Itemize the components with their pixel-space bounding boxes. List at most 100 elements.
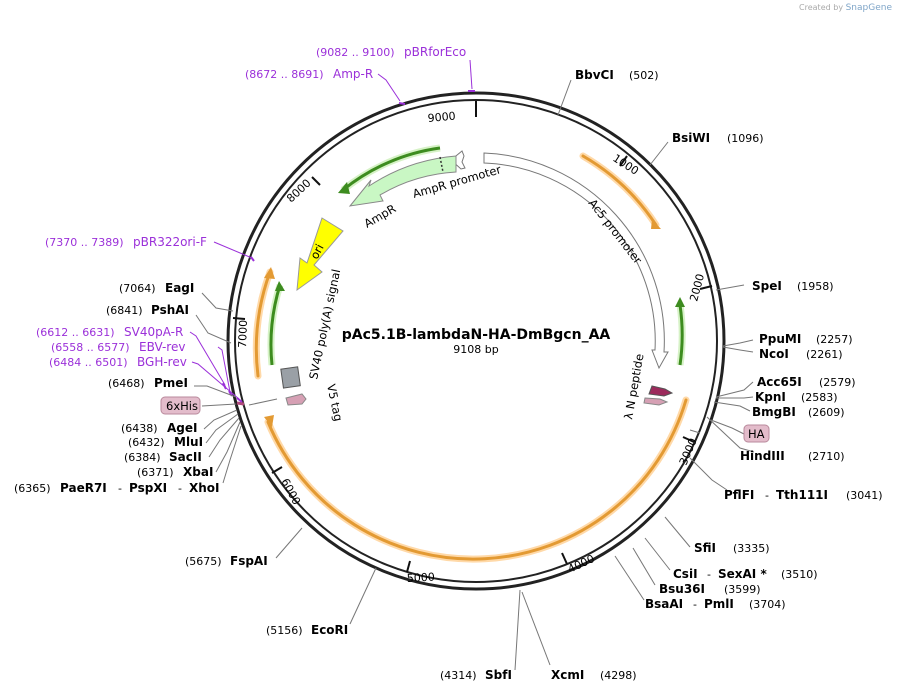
enzyme-pos-SpeI: (1958)	[797, 280, 834, 293]
enzyme-pos-BsiWI: (1096)	[727, 132, 764, 145]
enzyme-PspXI: PspXI	[129, 481, 167, 495]
enzyme-MluI: MluI	[174, 435, 203, 449]
ha-tag-badge	[743, 424, 770, 443]
enzyme-EcoRI: EcoRI	[311, 623, 348, 637]
snapgene-logo: SnapGene	[845, 3, 892, 13]
enzyme-SacII: SacII	[169, 450, 202, 464]
enzyme-pos-PflFI: (3041)	[846, 489, 883, 502]
orange-arrowhead-3	[264, 267, 275, 279]
leader-NcoI	[722, 346, 754, 353]
leader-HindIII	[706, 416, 755, 453]
enzyme-pos-PmeI: (6468)	[108, 377, 145, 390]
ha-tag-label: HA	[748, 427, 765, 441]
enzyme-KpnI: KpnI	[755, 390, 786, 404]
primer-pos-ampR: (8672 .. 8691)	[245, 68, 324, 81]
enzyme-leaders	[194, 79, 755, 671]
leader-SbfI	[514, 589, 521, 671]
enzyme-pos-NcoI: (2261)	[806, 348, 843, 361]
leader-SpeI	[715, 284, 745, 291]
tick-4000	[561, 552, 568, 565]
tick-label-4000: 4000	[566, 552, 597, 576]
leader-Bsu36I	[632, 547, 656, 586]
primer-pos-ori: (7370 .. 7389)	[45, 236, 124, 249]
enzyme-sep-CsiI: -	[707, 568, 711, 581]
green-arrowhead-3	[275, 281, 285, 291]
enzyme-pos-Acc65I: (2579)	[819, 376, 856, 389]
enzyme-pos-KpnI: (2583)	[801, 391, 838, 404]
enzyme-pos-BmgBI: (2609)	[808, 406, 845, 419]
enzyme-Bsu36I: Bsu36I	[659, 582, 705, 596]
enzyme-PpuMI: PpuMI	[759, 332, 801, 346]
enzyme-pos-PaeR7I: (6365)	[14, 482, 51, 495]
leader-FspAI	[275, 527, 303, 559]
tick-label-6000: 6000	[278, 476, 303, 507]
tick-label-1000: 1000	[610, 152, 641, 178]
primer-bgh: BGH-rev	[137, 355, 187, 369]
primer-ampR: Amp-R	[333, 67, 373, 81]
tick-2000	[699, 285, 713, 290]
feature-label-ampR: AmpR	[362, 201, 399, 230]
enzyme-pos-MluI: (6432)	[128, 436, 165, 449]
enzyme-pos-EcoRI: (5156)	[266, 624, 303, 637]
ac5-promoter-arrow	[483, 152, 669, 370]
tick-6000	[271, 466, 283, 474]
leader-Acc65I	[715, 381, 754, 398]
leader-CsiI	[644, 537, 671, 571]
leader-BbvCI	[557, 79, 572, 116]
leader-6xHis	[201, 403, 237, 407]
leader-BsiWI	[649, 141, 669, 166]
leader-PflFI	[689, 457, 728, 491]
enzyme-SexAI: SexAI *	[718, 567, 767, 581]
enzyme-BmgBI: BmgBI	[752, 405, 796, 419]
orange-arrowhead-2	[264, 415, 274, 427]
enzyme-pos-SfiI: (3335)	[733, 542, 770, 555]
green-arc-2	[678, 304, 684, 366]
enzyme-Tth111I: Tth111I	[776, 488, 828, 502]
enzyme-pos-XcmI: (4298)	[600, 669, 637, 682]
leader-sv40	[189, 331, 226, 386]
enzyme-FspAI: FspAI	[230, 554, 268, 568]
primer-ori: pBR322ori-F	[133, 235, 207, 249]
enzyme-pos-BbvCI: (502)	[629, 69, 659, 82]
enzyme-pos-EagI: (7064)	[119, 282, 156, 295]
primer-pos-sv40: (6612 .. 6631)	[36, 326, 115, 339]
snapgene-credit: Created by SnapGene	[799, 3, 892, 13]
green-arrowhead-1	[338, 182, 350, 194]
feature-label-ori: ori	[307, 242, 326, 262]
enzyme-EagI: EagI	[165, 281, 194, 295]
enzyme-BsiWI: BsiWI	[672, 131, 710, 145]
tick-label-5000: 5000	[406, 571, 435, 585]
enzyme-AgeI: AgeI	[167, 421, 197, 435]
green-arrowhead-2	[675, 297, 685, 307]
enzyme-sep-PaeR7I: -	[118, 482, 122, 495]
his-tag-badge	[160, 396, 201, 415]
tick-5000	[406, 560, 411, 573]
tick-3000	[682, 436, 695, 443]
ha-arrow	[643, 397, 669, 406]
leader-v5-to-circle	[248, 398, 278, 406]
leader-PshAI	[195, 314, 232, 344]
leader-PpuMI	[722, 339, 754, 347]
leader-SacII	[208, 417, 240, 458]
leader-XbaI	[215, 421, 241, 473]
primer-ebv: EBV-rev	[139, 340, 185, 354]
sv40-polyA-block	[280, 366, 301, 389]
enzyme-PshAI: PshAI	[151, 303, 189, 317]
enzyme-NcoI: NcoI	[759, 347, 789, 361]
enzyme-sep-BsaAI: -	[693, 598, 697, 611]
enzyme-CsiI: CsiI	[673, 567, 698, 581]
tick-label-9000: 9000	[427, 110, 456, 125]
primer-sv40: SV40pA-R	[124, 325, 183, 339]
enzyme-SfiI: SfiI	[694, 541, 716, 555]
tick-1000	[619, 155, 628, 167]
leader-ampR	[377, 73, 401, 102]
ampR-divider	[439, 156, 444, 173]
tick-marks	[232, 101, 713, 573]
enzyme-pos-BsaAI: (3704)	[749, 598, 786, 611]
enzyme-pos-HindIII: (2710)	[808, 450, 845, 463]
ampR-arrow	[348, 155, 457, 207]
leader-pBRforEco	[469, 59, 473, 90]
tick-7000	[232, 317, 246, 320]
enzyme-pos-SbfI: (4314)	[440, 669, 477, 682]
